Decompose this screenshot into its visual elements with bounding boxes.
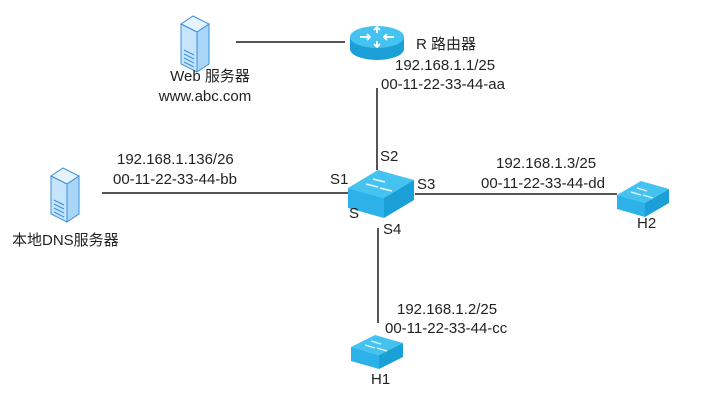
dns-server-name: 本地DNS服务器	[12, 232, 119, 249]
h2-ip: 192.168.1.3/25	[496, 155, 597, 172]
router-name: R 路由器	[416, 36, 477, 53]
port-s4: S4	[383, 221, 402, 238]
host-h1-icon[interactable]	[351, 335, 403, 369]
host-h2-icon[interactable]	[617, 181, 669, 217]
port-s1: S1	[330, 171, 349, 188]
h1-name: H1	[371, 371, 391, 388]
web-server-name: Web 服务器	[170, 68, 250, 85]
port-s3: S3	[417, 176, 436, 193]
h1-ip: 192.168.1.2/25	[397, 301, 498, 318]
router-mac: 00-11-22-33-44-aa	[381, 76, 505, 93]
switch-name: S	[349, 205, 360, 222]
web-server-icon[interactable]	[180, 15, 210, 73]
router-icon[interactable]	[350, 25, 404, 60]
switch-icon[interactable]	[348, 170, 414, 218]
h1-mac: 00-11-22-33-44-cc	[385, 320, 508, 337]
h2-name: H2	[637, 215, 657, 232]
dns-mac: 00-11-22-33-44-bb	[113, 171, 237, 188]
web-server-host: www.abc.com	[158, 88, 252, 105]
router-ip: 192.168.1.1/25	[395, 57, 496, 74]
port-s2: S2	[380, 148, 399, 165]
dns-ip: 192.168.1.136/26	[117, 151, 234, 168]
dns-server-icon[interactable]	[50, 167, 80, 223]
h2-mac: 00-11-22-33-44-dd	[481, 175, 605, 192]
